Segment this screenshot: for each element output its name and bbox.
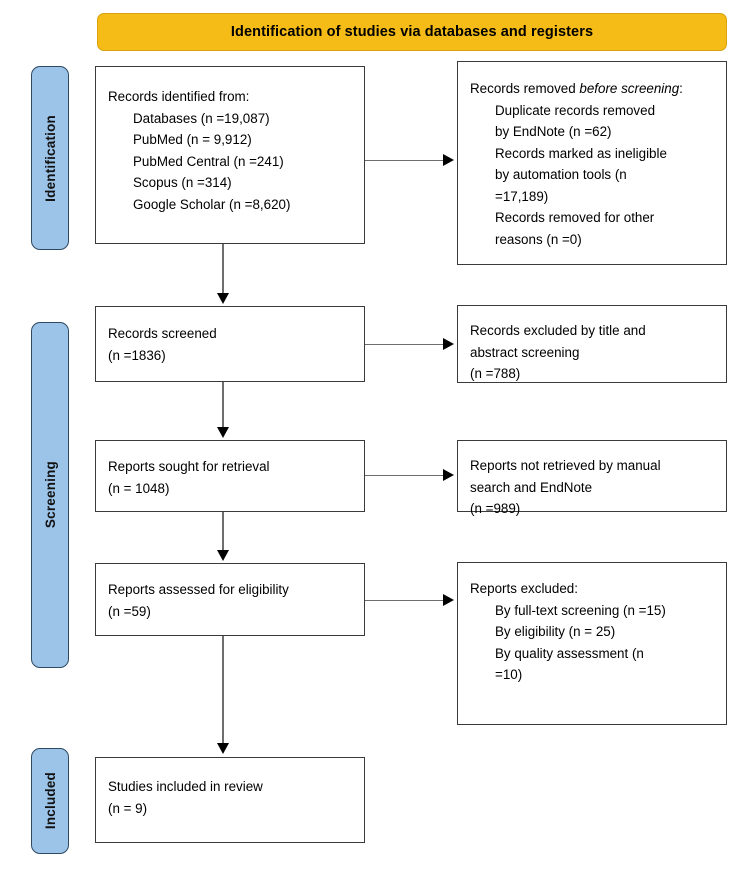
box-records-screened: Records screened (n =1836) xyxy=(95,306,365,382)
box-line: Reports assessed for eligibility xyxy=(108,582,289,597)
banner-identification-header: Identification of studies via databases … xyxy=(97,13,727,51)
stage-tab-screening-label: Screening xyxy=(42,461,58,529)
connector-sought-to-notretrieved-line xyxy=(365,475,443,477)
box-reports-assessed-for-eligibility: Reports assessed for eligibility (n =59) xyxy=(95,563,365,636)
box-line: (n =989) xyxy=(470,501,521,516)
box-line: Reports sought for retrieval xyxy=(108,459,270,474)
connector-assessed-to-included-arrow xyxy=(216,743,229,754)
connector-identified-to-removed-line xyxy=(365,160,443,162)
box-line: Records marked as ineligible xyxy=(495,145,667,161)
box-line: (n =59) xyxy=(108,603,151,619)
connector-screened-to-excluded-line xyxy=(365,344,443,346)
box-reports-excluded: Reports excluded: By full-text screening… xyxy=(457,562,727,725)
box-line: Databases (n =19,087) xyxy=(133,110,270,126)
box-heading-italic: before screening xyxy=(579,81,680,96)
box-line: Google Scholar (n =8,620) xyxy=(133,196,291,212)
connector-screened-to-sought-line xyxy=(222,382,224,428)
box-line: reasons (n =0) xyxy=(495,231,582,247)
box-line: (n =788) xyxy=(470,366,521,381)
stage-tab-included-label: Included xyxy=(42,772,58,830)
box-records-removed-before-screening: Records removed before screening: Duplic… xyxy=(457,61,727,265)
box-line: search and EndNote xyxy=(470,479,593,495)
box-line: Reports excluded: xyxy=(470,581,578,596)
box-reports-not-retrieved: Reports not retrieved by manual search a… xyxy=(457,440,727,516)
connector-identified-to-screened-arrow xyxy=(216,293,229,304)
box-line: =10) xyxy=(495,667,523,682)
box-line: =17,189) xyxy=(495,188,549,204)
connector-screened-to-sought-arrow xyxy=(216,427,229,438)
box-studies-included-in-review: Studies included in review (n = 9) xyxy=(95,757,365,843)
stage-tab-screening: Screening xyxy=(31,322,69,668)
box-records-identified: Records identified from: Databases (n =1… xyxy=(95,66,365,244)
box-line: By quality assessment (n xyxy=(495,645,644,661)
box-heading-suffix: : xyxy=(679,81,683,96)
box-line: PubMed (n = 9,912) xyxy=(133,132,252,147)
box-line: (n =1836) xyxy=(108,347,166,363)
connector-assessed-to-excluded-arrow xyxy=(443,594,454,606)
box-line: (n = 9) xyxy=(108,800,148,816)
box-line: abstract screening xyxy=(470,344,580,360)
box-line: Reports not retrieved by manual xyxy=(470,458,661,473)
box-line: Records removed for other xyxy=(495,210,655,225)
box-line: PubMed Central (n =241) xyxy=(133,153,284,169)
box-line: by automation tools (n xyxy=(495,167,627,182)
box-line: By eligibility (n = 25) xyxy=(495,624,616,639)
banner-title: Identification of studies via databases … xyxy=(230,24,594,40)
stage-tab-identification-label: Identification xyxy=(42,114,58,202)
box-line: by EndNote (n =62) xyxy=(495,124,612,139)
connector-sought-to-notretrieved-arrow xyxy=(443,469,454,481)
box-line: Duplicate records removed xyxy=(495,102,656,118)
box-heading-prefix: Records removed xyxy=(470,81,580,96)
box-line: Records identified from: xyxy=(108,89,250,104)
connector-assessed-to-excluded-line xyxy=(365,600,443,602)
box-reports-sought-for-retrieval: Reports sought for retrieval (n = 1048) xyxy=(95,440,365,512)
connector-assessed-to-included-line xyxy=(222,636,224,744)
box-line: Scopus (n =314) xyxy=(133,175,232,190)
stage-tab-identification: Identification xyxy=(31,66,69,250)
connector-screened-to-excluded-arrow xyxy=(443,338,454,350)
connector-identified-to-screened-line xyxy=(222,244,224,294)
box-records-excluded-title-abstract: Records excluded by title and abstract s… xyxy=(457,305,727,383)
box-line: Records excluded by title and xyxy=(470,323,646,338)
connector-sought-to-assessed-arrow xyxy=(216,550,229,561)
box-line: By full-text screening (n =15) xyxy=(495,602,666,618)
connector-sought-to-assessed-line xyxy=(222,512,224,551)
box-line: Records screened xyxy=(108,326,217,341)
connector-identified-to-removed-arrow xyxy=(443,154,454,166)
stage-tab-included: Included xyxy=(31,748,69,854)
box-heading: Records removed before screening: xyxy=(470,78,714,100)
box-line: (n = 1048) xyxy=(108,480,170,496)
box-line: Studies included in review xyxy=(108,779,263,794)
